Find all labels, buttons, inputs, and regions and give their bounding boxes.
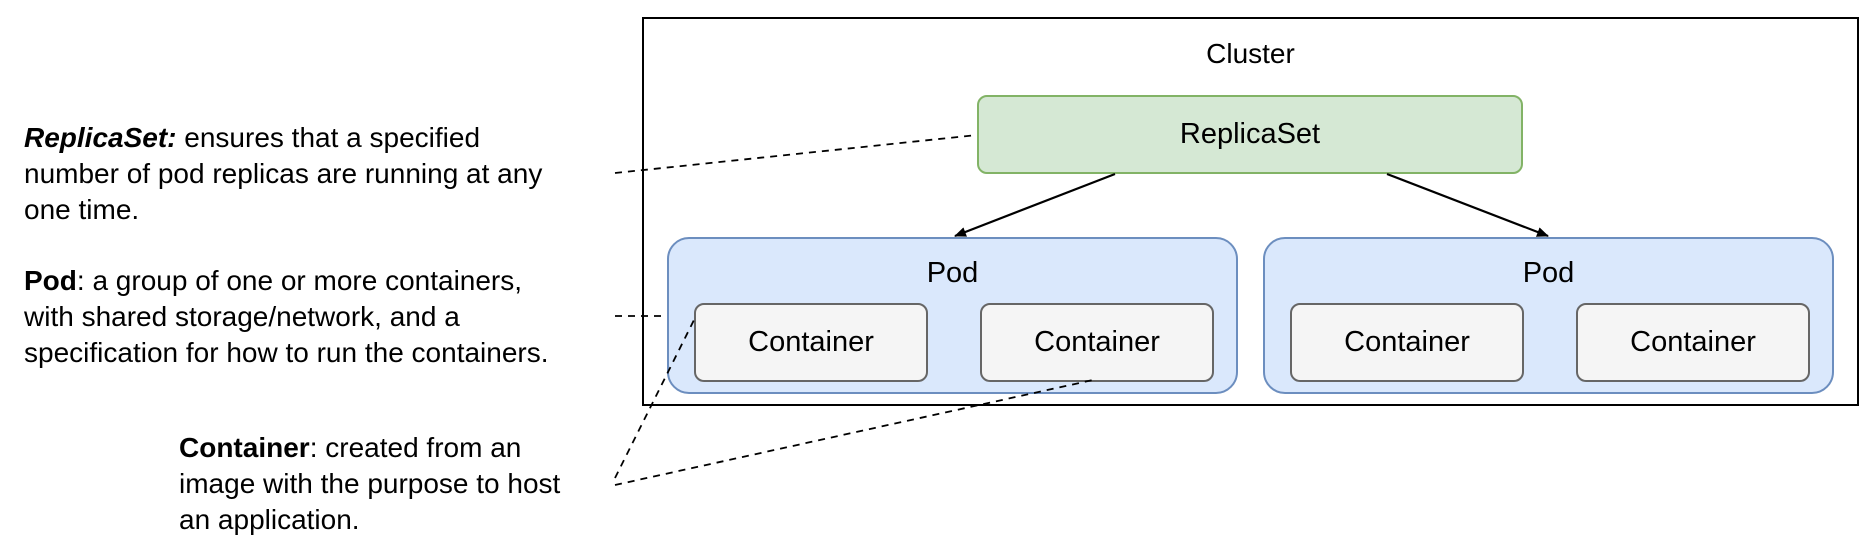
note-text: one time.	[24, 194, 140, 225]
container-box: Container	[980, 303, 1214, 382]
pod-box-2: Pod Container Container	[1263, 237, 1834, 394]
container-label: Container	[1630, 326, 1756, 358]
replicaset-box: ReplicaSet	[977, 95, 1523, 174]
note-container: Container: created from an image with th…	[179, 430, 560, 538]
note-text: ensures that a specified	[176, 122, 481, 153]
note-text: an application.	[179, 504, 360, 535]
note-separator: :	[167, 122, 177, 153]
cluster-title: Cluster	[1206, 38, 1295, 69]
note-text: with shared storage/network, and a	[24, 301, 460, 332]
note-text: image with the purpose to host	[179, 468, 561, 499]
pod-box-1: Pod Container Container	[667, 237, 1238, 394]
note-text: number of pod replicas are running at an…	[24, 158, 543, 189]
container-box: Container	[1576, 303, 1810, 382]
pod-title: Pod	[1522, 257, 1575, 289]
note-pod: Pod: a group of one or more containers, …	[24, 263, 549, 371]
note-term: ReplicaSet	[24, 122, 168, 153]
note-term: Container	[179, 432, 310, 463]
container-label: Container	[1034, 326, 1160, 358]
note-replicaset: ReplicaSet: ensures that a specified num…	[24, 120, 542, 228]
replicaset-label: ReplicaSet	[1179, 118, 1321, 150]
container-label: Container	[748, 326, 874, 358]
container-label: Container	[1344, 326, 1470, 358]
note-term: Pod	[24, 265, 77, 296]
pod-title: Pod	[926, 257, 979, 289]
note-text: : created from an	[309, 432, 522, 463]
container-box: Container	[694, 303, 928, 382]
container-box: Container	[1290, 303, 1524, 382]
note-text: : a group of one or more containers,	[76, 265, 523, 296]
note-text: specification for how to run the contain…	[24, 337, 549, 368]
